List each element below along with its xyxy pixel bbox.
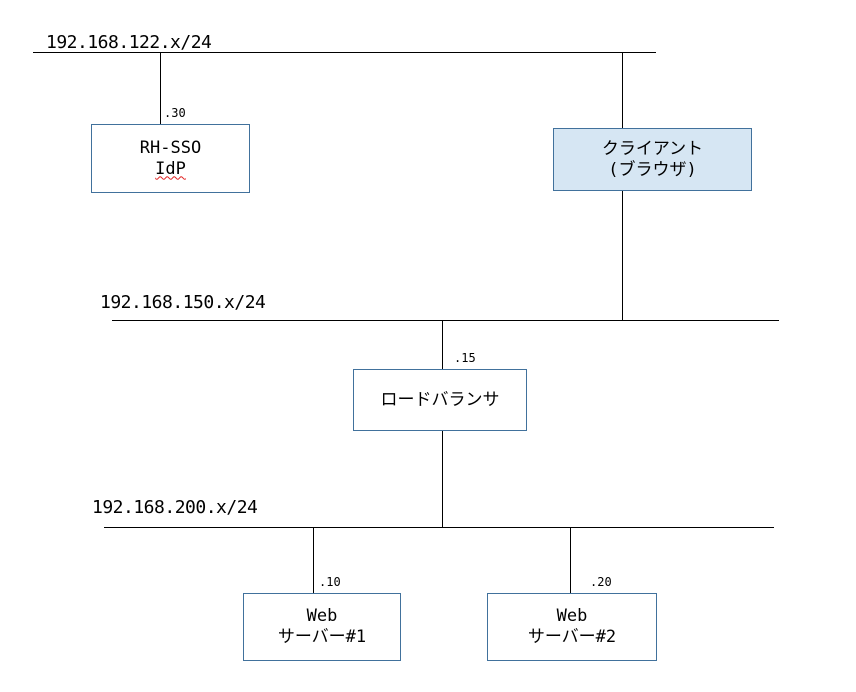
link-web1 xyxy=(313,527,314,593)
web2-label-line1: Web xyxy=(556,606,588,626)
idp-address: .30 xyxy=(164,106,186,120)
link-idp xyxy=(160,52,161,124)
link-lb-upper xyxy=(442,320,443,369)
network-label-122: 192.168.122.x/24 xyxy=(46,32,212,53)
lb-label: ロードバランサ xyxy=(380,389,500,410)
network-label-200: 192.168.200.x/24 xyxy=(92,497,258,518)
link-web2 xyxy=(570,527,571,593)
lb-node: ロードバランサ xyxy=(353,369,527,431)
network-line-150 xyxy=(112,320,779,321)
link-client-upper xyxy=(622,52,623,128)
lb-address: .15 xyxy=(454,351,476,365)
idp-label-line2: IdP xyxy=(155,158,186,179)
network-label-150: 192.168.150.x/24 xyxy=(100,292,266,313)
client-label-line2: (ブラウザ) xyxy=(608,159,697,180)
web2-node: Web サーバー#2 xyxy=(487,593,657,661)
link-client-lower xyxy=(622,191,623,320)
link-lb-lower xyxy=(442,431,443,527)
web2-label-line2: サーバー#2 xyxy=(527,627,617,647)
web1-node: Web サーバー#1 xyxy=(243,593,401,661)
idp-node: RH-SSO IdP xyxy=(91,124,250,193)
idp-label-line1: RH-SSO xyxy=(139,137,202,158)
client-node: クライアント (ブラウザ) xyxy=(553,128,752,191)
web1-label-line1: Web xyxy=(306,606,338,626)
network-line-200 xyxy=(104,527,774,528)
web2-address: .20 xyxy=(590,575,612,589)
network-line-122 xyxy=(33,52,656,53)
web1-address: .10 xyxy=(319,575,341,589)
web1-label-line2: サーバー#1 xyxy=(277,627,367,647)
client-label-line1: クライアント xyxy=(601,138,704,159)
